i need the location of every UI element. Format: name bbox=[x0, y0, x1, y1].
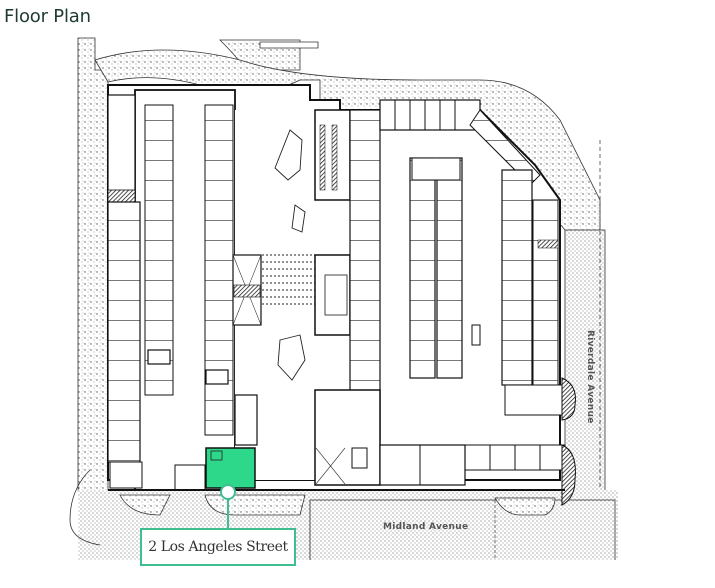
page-title: Floor Plan bbox=[4, 6, 91, 27]
unit-callout-label: 2 Los Angeles Street bbox=[148, 539, 288, 555]
unit-callout[interactable]: 2 Los Angeles Street bbox=[140, 528, 296, 566]
street-label-riverdale: Riverdale Avenue bbox=[585, 330, 595, 424]
highlighted-unit[interactable] bbox=[205, 447, 256, 489]
street-label-midland: Midland Avenue bbox=[383, 522, 469, 532]
location-marker-icon[interactable] bbox=[220, 484, 236, 500]
